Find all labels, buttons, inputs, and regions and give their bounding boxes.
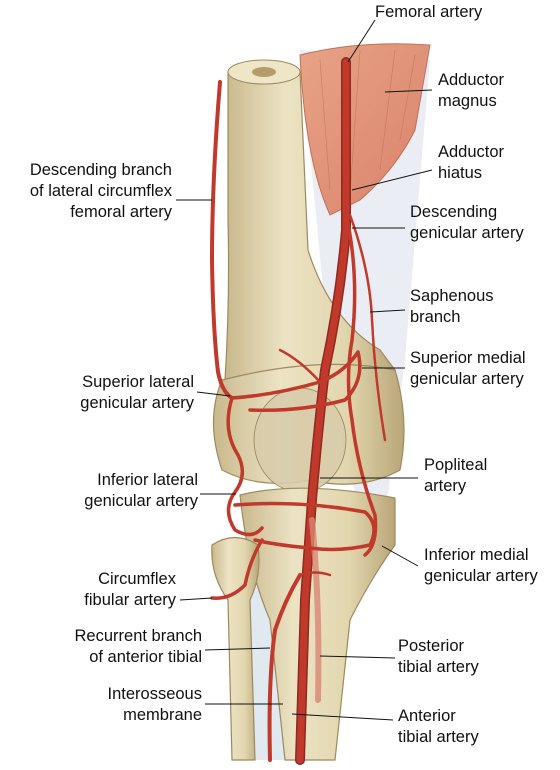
label-descending-genicular-artery: Descending genicular artery [410, 203, 524, 242]
label-adductor-hiatus: Adductor hiatus [438, 143, 505, 182]
label-popliteal-artery: Popliteal artery [424, 456, 488, 495]
descending-branch-lcf-vessel [210, 80, 234, 400]
label-descending-branch-lateral-circumflex: Descending branch of lateral circumflex … [29, 161, 172, 221]
inferior-genicular-arch [233, 501, 376, 552]
label-inferior-lateral-genicular-artery: Inferior lateral genicular artery [84, 471, 198, 510]
label-circumflex-fibular-artery: Circumflex fibular artery [84, 570, 176, 609]
label-femoral-artery: Femoral artery [375, 3, 483, 21]
posterior-tibial-vessel [309, 517, 322, 703]
descending-genicular-vessel [342, 203, 378, 557]
adductor-magnus-muscle [299, 43, 431, 216]
label-superior-lateral-genicular-artery: Superior lateral genicular artery [80, 373, 194, 412]
leader-lines [176, 19, 433, 721]
lateral-genicular-chain [226, 396, 264, 537]
circumflex-fibular-vessel [210, 538, 264, 600]
label-interosseous-membrane: Interosseous membrane [107, 685, 202, 724]
label-inferior-medial-genicular-artery: Inferior medial genicular artery [424, 546, 538, 585]
label-superior-medial-genicular-artery: Superior medial genicular artery [410, 349, 526, 388]
femur-marrow [252, 67, 276, 77]
label-saphenous-branch: Saphenous branch [410, 287, 494, 326]
recurrent-anterior-tibial-vessel [267, 573, 302, 762]
label-adductor-magnus: Adductor magnus [438, 71, 505, 110]
superior-genicular-arch [230, 350, 362, 413]
label-posterior-tibial-artery: Posterior tibial artery [398, 637, 479, 676]
saphenous-branch-vessel [348, 213, 387, 442]
label-anterior-tibial-artery: Anterior tibial artery [398, 707, 479, 746]
label-recurrent-branch-anterior-tibial: Recurrent branch of anterior tibial [74, 627, 202, 666]
